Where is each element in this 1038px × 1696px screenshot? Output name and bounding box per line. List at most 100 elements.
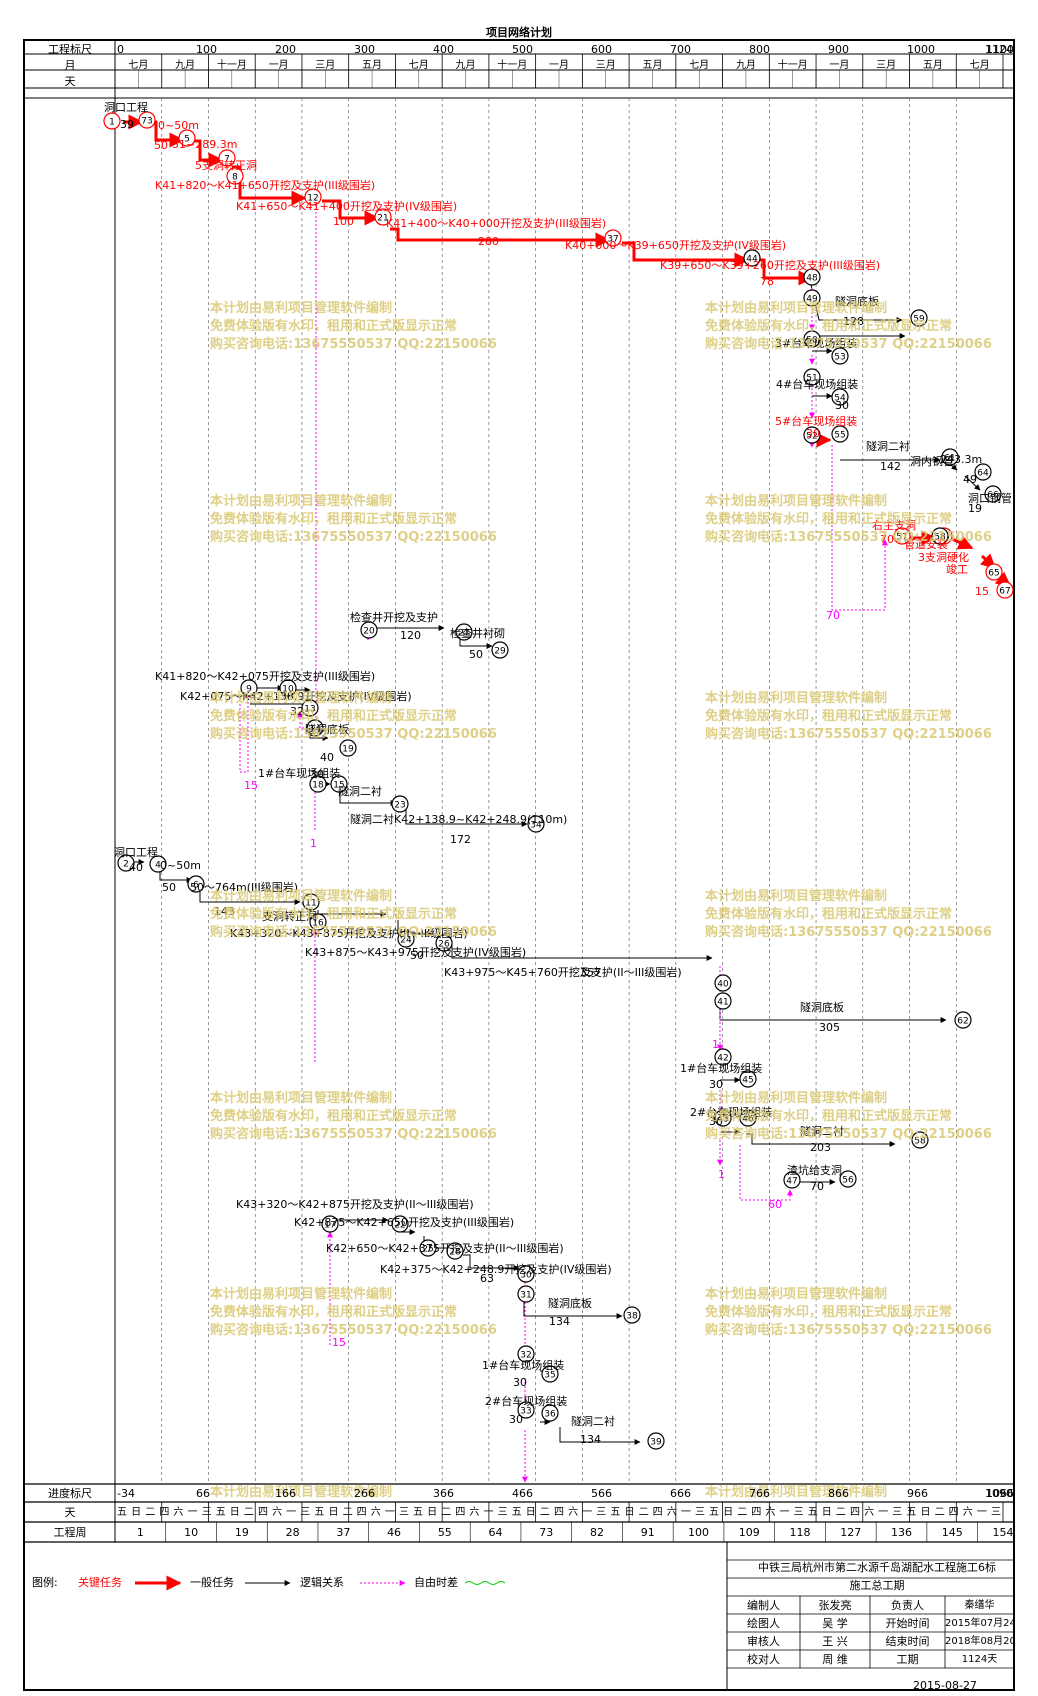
watermark-line: 本计划由易利项目管理软件编制 [705,691,888,706]
event-node-number: 58 [914,1137,926,1147]
weekday-cell: 一 [878,1507,889,1518]
progress-tick: 766 [749,1487,771,1500]
task-label: 渣坑给支洞 [787,1164,842,1177]
task-label: K41+650～K41+400开挖及支护(IV级围岩) [236,200,458,213]
event-node-number: 64 [977,469,989,479]
task-label: 0~50m [160,859,201,872]
task-label: 30 [709,1078,723,1091]
task-label: K42+875～K42+650开挖及支护(III级围岩) [294,1216,515,1229]
event-node [910,309,928,327]
task-label: 隧洞底板 [800,1001,844,1014]
task-label: K43+320～K42+875开挖及支护(II～III级围岩) [236,1198,474,1211]
task-label: 15 [332,1336,346,1349]
task-label: 50 [410,949,424,962]
event-node [103,112,121,130]
watermark-line: 本计划由易利项目管理软件编制 [210,1287,393,1302]
info-key: 工期 [896,1653,919,1666]
task-label: 143 [214,905,235,918]
week-cell: 19 [234,1526,249,1539]
month-cell: 七月 [128,60,149,71]
task-label: 280 [478,235,499,248]
event-node [517,1285,535,1303]
event-node [647,1432,665,1450]
weekday-cell: 一 [286,1507,297,1518]
legend-free: 自由时差 [414,1576,458,1589]
event-node-number: 65 [988,569,999,579]
event-node [517,1401,535,1419]
watermark: 本计划由易利项目管理软件编制免费体验版有水印，租用和正式版显示正常购买咨询电话:… [210,1090,497,1144]
task-label: 5#台车现场组装 [775,415,858,428]
event-node [783,1171,801,1189]
event-node-number: 73 [141,117,152,127]
event-node [419,1239,437,1257]
task-label: K39+650～K39+260开挖及支护(III级围岩) [660,259,881,272]
weekday-cell: 三 [201,1507,212,1518]
weekday-cell: 六 [272,1507,283,1518]
event-node [803,289,821,307]
event-node-number: 29 [494,647,506,657]
weekday-label: 天 [64,1506,76,1519]
task-label: 隧洞底板 [548,1297,592,1310]
event-node [803,368,821,386]
event-node [941,448,959,466]
event-node [309,775,327,793]
task-label: 78 [760,275,774,288]
progress-tick: -34 [117,1487,135,1500]
event-node-number: 48 [806,274,818,284]
task-label: 管道安装 [904,538,948,551]
month-cell: 三月 [876,60,897,71]
weekday-cell: 日 [229,1507,240,1518]
weekday-cell: 日 [525,1507,536,1518]
task-label: 15 [244,779,258,792]
scale-tick: 200 [275,43,296,56]
task-label: 70 [826,609,840,622]
event-node-number: 12 [307,194,318,204]
watermark-line: 本计划由易利项目管理软件编制 [210,301,393,316]
watermark-line: 免费体验版有水印，租用和正式版显示正常 [705,907,953,922]
info-key: 开始时间 [885,1617,930,1630]
normal-task [964,475,981,491]
weekday-cell: 四 [356,1507,367,1518]
task-label: 隧洞二衬 [800,1125,844,1138]
task-label: 30 [806,427,820,440]
event-node-number: 46 [742,1115,754,1125]
progress-tick: 866 [828,1487,850,1500]
progress-tick: 566 [591,1487,613,1500]
task-label: K42+375～K42+248.9开挖及支护(IV级围岩) [380,1263,612,1276]
task-label: K43+875～K43+975开挖及支护(IV级围岩) [305,946,527,959]
task-label: 100 [333,215,354,228]
task-label: 19 [968,502,982,515]
task-label: 1#台车现场组装 [258,767,341,780]
task-label: 172 [450,833,471,846]
outer-frame [23,39,1015,1691]
weekday-cell: 六 [173,1507,184,1518]
event-node-number: 10 [282,685,294,695]
task-label: 134 [580,1433,601,1446]
event-node-number: 51 [806,374,817,384]
free-float [297,200,317,729]
event-node [954,1011,972,1029]
free-float [831,445,888,611]
week-cell: 73 [539,1526,554,1539]
company-name: 中铁三局杭州市第二水源千岛湖配水工程施工6标 [758,1561,996,1574]
event-node [623,1306,641,1324]
critical-task [192,139,224,168]
month-label: 月 [64,59,76,72]
weekday-cell: 三 [497,1507,508,1518]
week-cell: 109 [738,1526,760,1539]
task-label: 1 [310,837,317,850]
event-node [714,974,732,992]
task-label: K42+650～K42+375开挖及支护(II～III级围岩) [326,1242,564,1255]
watermark: 本计划由易利项目管理软件编制免费体验版有水印，租用和正式版显示正常购买咨询电话:… [705,690,992,744]
event-node [302,893,320,911]
normal-task [463,1254,520,1271]
week-cell: 55 [437,1526,452,1539]
month-cell: 五月 [362,60,383,71]
watermark-line: 免费体验版有水印，租用和正式版显示正常 [705,1109,953,1124]
task-label: 60 [768,1198,782,1211]
weekday-cell: 日 [624,1507,635,1518]
task-label: 40 [320,751,334,764]
scale-tick: 1124 [985,43,1013,56]
task-label: 洞口工程 [114,846,158,859]
week-cell: 91 [640,1526,655,1539]
